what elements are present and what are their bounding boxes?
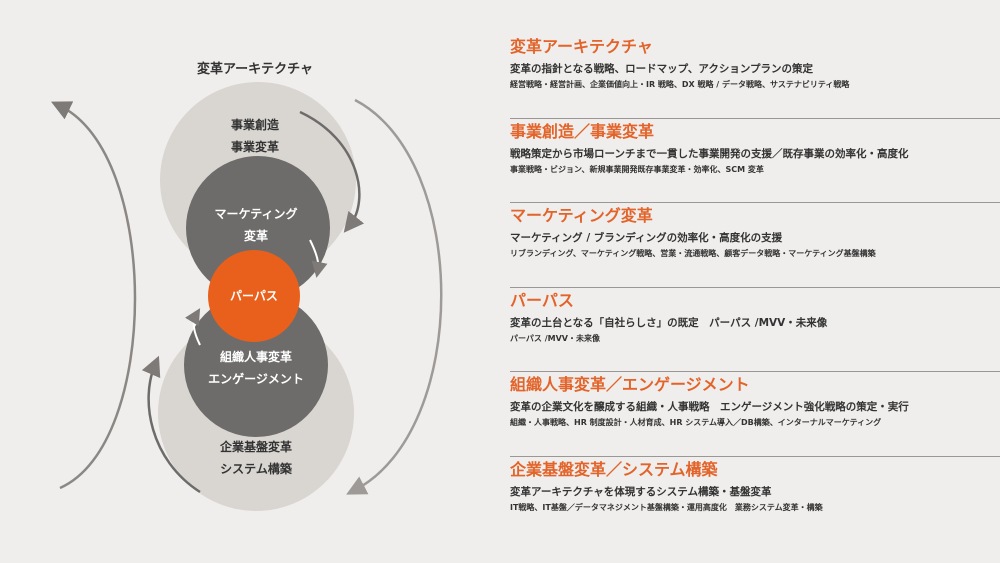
upper-cycle-arrow: [299, 110, 365, 233]
lower-cycle-arrow: [141, 355, 201, 494]
architecture-diagram: [50, 82, 443, 511]
section-business: 事業創造／事業変革 戦略策定から市場ローンチまで一貫した事業開発の支援／既存事業…: [510, 119, 1000, 203]
section-sub: 組織・人事戦略、HR 制度設計・人材育成、HR システム導入／DB構築、インター…: [510, 418, 882, 427]
outer-cycle-arrow-left: [50, 101, 137, 490]
section-sub: 事業戦略・ビジョン、新規事業開発既存事業変革・効率化、SCM 変革: [510, 164, 764, 174]
section-organization: 組織人事変革／エンゲージメント 変革の企業文化を醸成する組織・人事戦略 エンゲー…: [510, 372, 1000, 457]
label-organization: 組織人事変革 エンゲージメント: [208, 350, 304, 386]
section-sub: リブランディング、マーケティング戦略、営業・流通戦略、顧客データ戦略・マーケティ…: [510, 249, 876, 258]
section-title: 変革アーキテクチャ: [510, 37, 653, 56]
section-desc: 変革アーキテクチャを体現するシステム構築・基盤変革: [510, 485, 772, 498]
diagram-title: 変革アーキテクチャ: [196, 62, 314, 77]
section-title: マーケティング変革: [510, 206, 653, 225]
section-title: 組織人事変革／エンゲージメント: [510, 375, 750, 394]
section-desc: 戦略策定から市場ローンチまで一貫した事業開発の支援／既存事業の効率化・高度化: [510, 147, 909, 160]
section-desc: 変革の企業文化を醸成する組織・人事戦略 エンゲージメント強化戦略の策定・実行: [510, 401, 909, 413]
lower-inner-circle: [184, 293, 328, 437]
section-title: 企業基盤変革／システム構築: [510, 459, 718, 479]
section-desc: 変革の指針となる戦略、ロードマップ、アクションプランの策定: [510, 63, 814, 75]
section-marketing: マーケティング変革 マーケティング / ブランディングの効率化・高度化の支援 リ…: [510, 203, 1000, 288]
section-sub: IT戦略、IT基盤／データマネジメント基盤構築・運用高度化 業務システム変革・構…: [510, 502, 823, 512]
upper-inner-arrow: [309, 239, 328, 278]
outer-cycle-arrow-right: [346, 98, 443, 495]
section-sub: パーパス /MVV・未来像: [510, 333, 600, 343]
label-business-creation: 事業創造 事業変革: [230, 118, 280, 154]
label-purpose: パーパス: [230, 289, 278, 303]
section-desc: 変革の土台となる「自社らしさ」の既定 パーパス /MVV・未来像: [510, 316, 828, 329]
purpose-circle: [208, 250, 300, 342]
section-list: 変革アーキテクチャ 変革の指針となる戦略、ロードマップ、アクションプランの策定 …: [510, 34, 1000, 541]
label-corporate-infra: 企業基盤変革 システム構築: [219, 440, 293, 476]
section-infrastructure: 企業基盤変革／システム構築 変革アーキテクチャを体現するシステム構築・基盤変革 …: [510, 457, 1000, 542]
section-purpose: パーパス 変革の土台となる「自社らしさ」の既定 パーパス /MVV・未来像 パー…: [510, 288, 1000, 372]
section-sub: 経営戦略・経営計画、企業価値向上・IR 戦略、DX 戦略 / データ戦略、サステ…: [510, 80, 850, 89]
lower-inner-arrow: [185, 308, 201, 346]
section-title: パーパス: [510, 290, 574, 310]
section-architecture: 変革アーキテクチャ 変革の指針となる戦略、ロードマップ、アクションプランの策定 …: [510, 34, 1000, 119]
section-desc: マーケティング / ブランディングの効率化・高度化の支援: [510, 232, 783, 244]
section-title: 事業創造／事業変革: [510, 121, 655, 141]
label-marketing: マーケティング 変革: [214, 207, 298, 243]
